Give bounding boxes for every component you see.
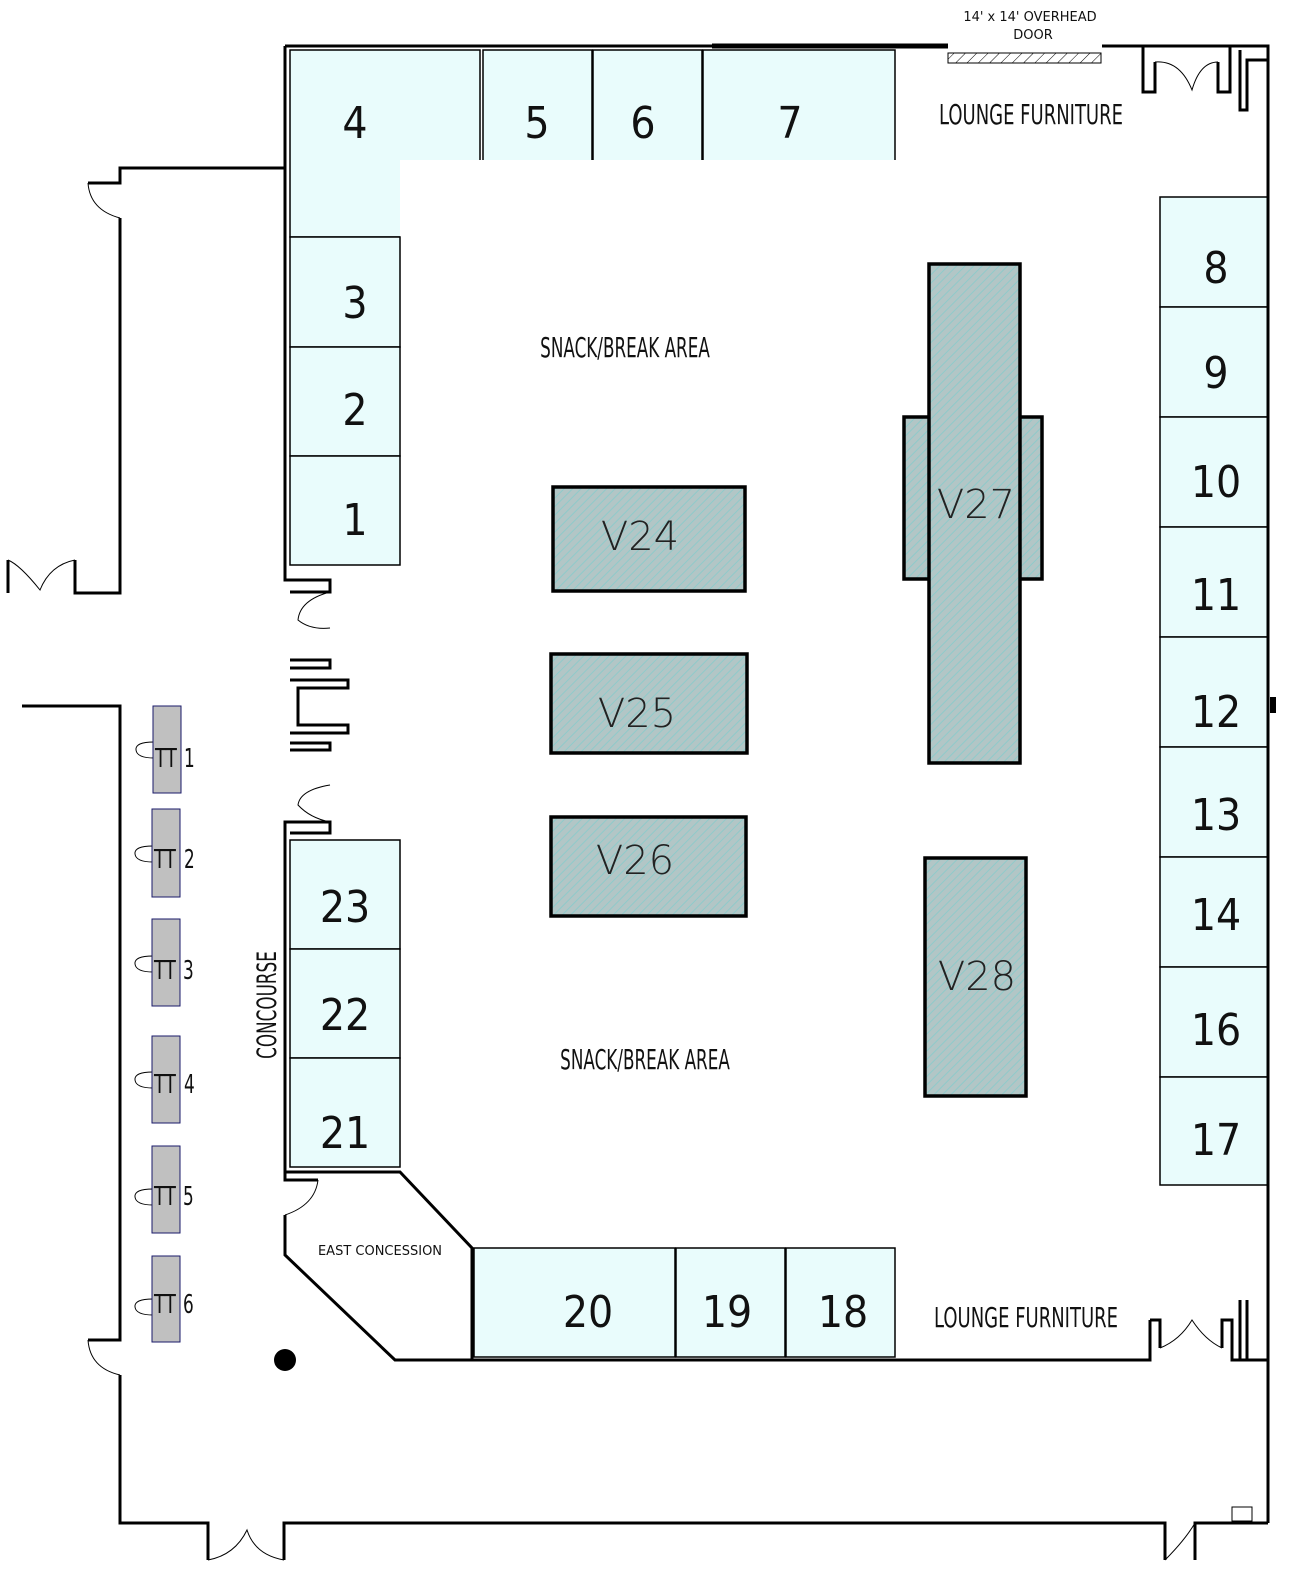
svg-text:V27: V27 [937, 482, 1015, 528]
snack-break-area-top-label: SNACK/BREAK AREA [540, 333, 710, 364]
booth-23[interactable]: 23 [289, 839, 401, 950]
snack-break-area-bottom-label: SNACK/BREAK AREA [560, 1045, 730, 1076]
svg-text:TT: TT [154, 744, 177, 774]
svg-text:TT: TT [153, 1070, 176, 1100]
svg-text:21: 21 [320, 1108, 370, 1159]
svg-text:13: 13 [1191, 790, 1241, 841]
svg-text:12: 12 [1191, 687, 1241, 738]
booth-20[interactable]: 20 [473, 1247, 676, 1358]
svg-text:1: 1 [184, 744, 195, 774]
svg-text:3: 3 [342, 278, 367, 329]
svg-text:2: 2 [342, 385, 367, 436]
booth-11[interactable]: 11 [1159, 526, 1269, 638]
svg-text:4: 4 [342, 98, 367, 149]
table-tt-4[interactable]: TT 4 [134, 1035, 195, 1124]
svg-text:8: 8 [1203, 243, 1228, 294]
booth-1[interactable]: 1 [289, 455, 401, 566]
svg-text:6: 6 [630, 98, 655, 149]
svg-text:18: 18 [818, 1287, 868, 1338]
walls [6, 43, 1276, 1561]
booth-13[interactable]: 13 [1159, 746, 1269, 858]
booth-14[interactable]: 14 [1159, 856, 1269, 968]
svg-text:2: 2 [184, 845, 195, 875]
svg-text:TT: TT [153, 845, 176, 875]
overhead-door-label-2: DOOR [1013, 28, 1053, 43]
svg-text:23: 23 [320, 882, 370, 933]
vendor-booth-v28[interactable]: V28 [923, 856, 1028, 1098]
hall-floor [400, 160, 1158, 1185]
vendor-booth-v26[interactable]: V26 [549, 815, 748, 918]
concourse-label: CONCOURSE [252, 951, 283, 1059]
column [274, 1349, 296, 1371]
booth-21[interactable]: 21 [289, 1057, 401, 1168]
svg-text:10: 10 [1191, 457, 1241, 508]
svg-text:TT: TT [153, 1290, 176, 1320]
booth-7[interactable]: 7 [702, 49, 896, 163]
svg-text:11: 11 [1191, 570, 1241, 621]
booth-6[interactable]: 6 [592, 49, 703, 163]
svg-text:TT: TT [153, 956, 176, 986]
booth-18[interactable]: 18 [785, 1247, 896, 1358]
east-concession-label: EAST CONCESSION [318, 1244, 442, 1259]
svg-text:TT: TT [153, 1182, 176, 1212]
svg-text:22: 22 [320, 990, 370, 1041]
svg-text:V25: V25 [598, 691, 676, 737]
svg-text:3: 3 [183, 956, 194, 986]
booth-19[interactable]: 19 [675, 1247, 786, 1358]
lounge-furniture-top-label: LOUNGE FURNITURE [939, 99, 1123, 131]
booth-9[interactable]: 9 [1159, 306, 1269, 418]
vendor-booth-v24[interactable]: V24 [551, 485, 747, 593]
svg-text:16: 16 [1191, 1005, 1241, 1056]
svg-text:20: 20 [563, 1287, 613, 1338]
svg-text:5: 5 [524, 98, 549, 149]
booth-2[interactable]: 2 [289, 346, 401, 457]
svg-text:9: 9 [1203, 348, 1228, 399]
svg-text:5: 5 [183, 1182, 194, 1212]
vendor-booth-v25[interactable]: V25 [549, 652, 749, 755]
booth-8[interactable]: 8 [1159, 196, 1269, 308]
svg-text:V24: V24 [601, 514, 679, 560]
booth-22[interactable]: 22 [289, 948, 401, 1059]
booth-16[interactable]: 16 [1159, 966, 1269, 1078]
overhead-door-label: 14' x 14' OVERHEAD [963, 10, 1096, 25]
svg-text:V26: V26 [596, 838, 674, 884]
booth-10[interactable]: 10 [1159, 416, 1269, 528]
booth-5[interactable]: 5 [482, 49, 593, 163]
vendor-booth-v27[interactable]: V27 [902, 262, 1044, 765]
booth-4[interactable]: 4 [289, 49, 481, 238]
table-tt-2[interactable]: TT 2 [134, 808, 195, 898]
booth-17[interactable]: 17 [1159, 1076, 1269, 1186]
svg-text:7: 7 [777, 98, 802, 149]
lounge-furniture-bottom-label: LOUNGE FURNITURE [934, 1302, 1118, 1334]
booth-3[interactable]: 3 [289, 236, 401, 348]
overhead-door[interactable] [947, 52, 1102, 64]
svg-text:17: 17 [1191, 1115, 1241, 1166]
svg-text:4: 4 [184, 1070, 195, 1100]
svg-text:19: 19 [702, 1287, 752, 1338]
svg-text:1: 1 [342, 495, 367, 546]
svg-text:V28: V28 [938, 954, 1016, 1000]
svg-text:6: 6 [183, 1290, 194, 1320]
booth-12[interactable]: 12 [1159, 636, 1269, 748]
svg-text:14: 14 [1191, 890, 1241, 941]
